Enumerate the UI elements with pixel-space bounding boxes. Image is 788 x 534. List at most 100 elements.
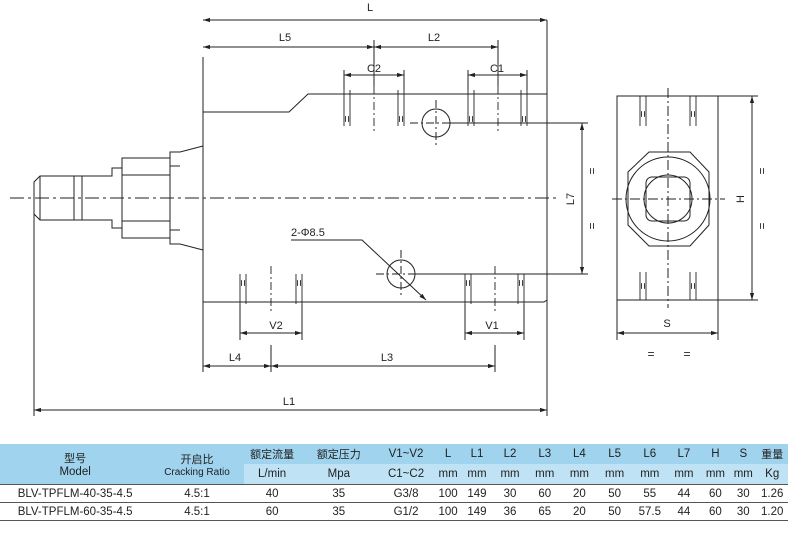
cell-pressure: 35 [300, 484, 378, 503]
header-L1: L1 [461, 444, 493, 464]
hex-outer [627, 151, 710, 247]
header-L5: L5 [596, 444, 633, 464]
unit-mm: mm [527, 464, 563, 485]
header-L2: L2 [492, 444, 528, 464]
cell-L2: 30 [492, 484, 528, 503]
table-row: BLV-TPFLM-60-35-4.5 4.5:1 60 35 G1/2 100… [0, 502, 788, 521]
svg-text:=: = [394, 115, 408, 122]
dim-L: L [367, 2, 373, 14]
dimension-labels: L L5 L2 C2 C1 2-Φ8.5 L7 V2 V1 L4 L3 L1 H… [229, 2, 747, 408]
header-flow: 额定流量 [243, 444, 301, 464]
cell-L7: 44 [667, 502, 701, 521]
cell-L: 100 [434, 484, 462, 503]
cell-L5: 50 [596, 484, 633, 503]
svg-text:=: = [686, 110, 700, 117]
header-ratio: 开启比 Cracking Ratio [150, 444, 244, 485]
dim-L5: L5 [279, 32, 291, 44]
svg-text:=: = [636, 282, 650, 289]
header-ports-v: V1~V2 [377, 444, 435, 464]
header-pressure: 额定压力 [300, 444, 378, 464]
unit-mm: mm [667, 464, 701, 485]
dim-L3: L3 [381, 352, 393, 364]
svg-text:=: = [514, 279, 528, 286]
cell-L3: 60 [527, 484, 563, 503]
cell-ratio: 4.5:1 [150, 484, 244, 503]
svg-text:=: = [585, 167, 599, 174]
unit-mm: mm [596, 464, 633, 485]
unit-mm: mm [632, 464, 668, 485]
cell-L2: 36 [492, 502, 528, 521]
cell-weight: 1.26 [756, 484, 788, 503]
svg-text:=: = [464, 115, 478, 122]
cell-model: BLV-TPFLM-60-35-4.5 [0, 502, 151, 521]
unit-weight: Kg [756, 464, 788, 485]
table-row: BLV-TPFLM-40-35-4.5 4.5:1 40 35 G3/8 100… [0, 484, 788, 503]
header-model: 型号 Model [0, 444, 151, 485]
svg-text:=: = [236, 279, 250, 286]
valve-body-outline [202, 93, 548, 303]
technical-drawing: = = = = = = = = = = = = = = = = = = L L5… [10, 2, 769, 416]
dim-S: S [663, 318, 670, 330]
front-view [10, 17, 588, 416]
cell-flow: 60 [243, 502, 301, 521]
svg-text:=: = [755, 222, 769, 229]
cell-L: 100 [434, 502, 462, 521]
dim-V2: V2 [269, 320, 282, 332]
cell-ratio: 4.5:1 [150, 502, 244, 521]
header-L4: L4 [562, 444, 597, 464]
header-weight: 重量 [756, 444, 788, 464]
cell-L1: 149 [461, 502, 493, 521]
unit-mm: mm [492, 464, 528, 485]
cell-L7: 44 [667, 484, 701, 503]
cell-S: 30 [730, 502, 757, 521]
cell-ports: G3/8 [377, 484, 435, 503]
dim-C2: C2 [367, 63, 381, 75]
unit-mm: mm [700, 464, 731, 485]
dim-L2: L2 [428, 32, 440, 44]
unit-mm: mm [562, 464, 597, 485]
svg-text:=: = [647, 347, 654, 361]
cell-L6: 55 [632, 484, 668, 503]
header-ports-c: C1~C2 [377, 464, 435, 485]
cell-H: 60 [700, 502, 731, 521]
dim-L1: L1 [283, 396, 295, 408]
cell-H: 60 [700, 484, 731, 503]
header-L3: L3 [527, 444, 563, 464]
header-H: H [700, 444, 731, 464]
header-L7: L7 [667, 444, 701, 464]
cell-ports: G1/2 [377, 502, 435, 521]
dim-H: H [735, 195, 747, 203]
dim-L4: L4 [229, 352, 241, 364]
spec-table: 型号 Model 开启比 Cracking Ratio 额定流量 额定压力 V1… [0, 444, 788, 521]
svg-text:=: = [585, 222, 599, 229]
cell-L4: 20 [562, 484, 597, 503]
svg-text:=: = [517, 115, 531, 122]
svg-text:=: = [340, 115, 354, 122]
header-L: L [434, 444, 462, 464]
svg-text:=: = [755, 167, 769, 174]
svg-text:=: = [683, 347, 690, 361]
cell-weight: 1.20 [756, 502, 788, 521]
unit-pressure: Mpa [300, 464, 378, 485]
cell-flow: 40 [243, 484, 301, 503]
svg-text:=: = [292, 279, 306, 286]
svg-text:=: = [686, 282, 700, 289]
header-L6: L6 [632, 444, 668, 464]
dim-C1: C1 [490, 63, 504, 75]
dim-hole: 2-Φ8.5 [291, 227, 325, 239]
unit-mm: mm [434, 464, 462, 485]
cell-L5: 50 [596, 502, 633, 521]
dim-V1: V1 [485, 320, 498, 332]
svg-text:=: = [636, 110, 650, 117]
cell-L1: 149 [461, 484, 493, 503]
svg-text:=: = [461, 279, 475, 286]
cell-L6: 57.5 [632, 502, 668, 521]
side-view [612, 88, 758, 340]
cell-L4: 20 [562, 502, 597, 521]
cell-pressure: 35 [300, 502, 378, 521]
header-S: S [730, 444, 757, 464]
unit-flow: L/min [243, 464, 301, 485]
cell-L3: 65 [527, 502, 563, 521]
unit-mm: mm [461, 464, 493, 485]
unit-mm: mm [730, 464, 757, 485]
